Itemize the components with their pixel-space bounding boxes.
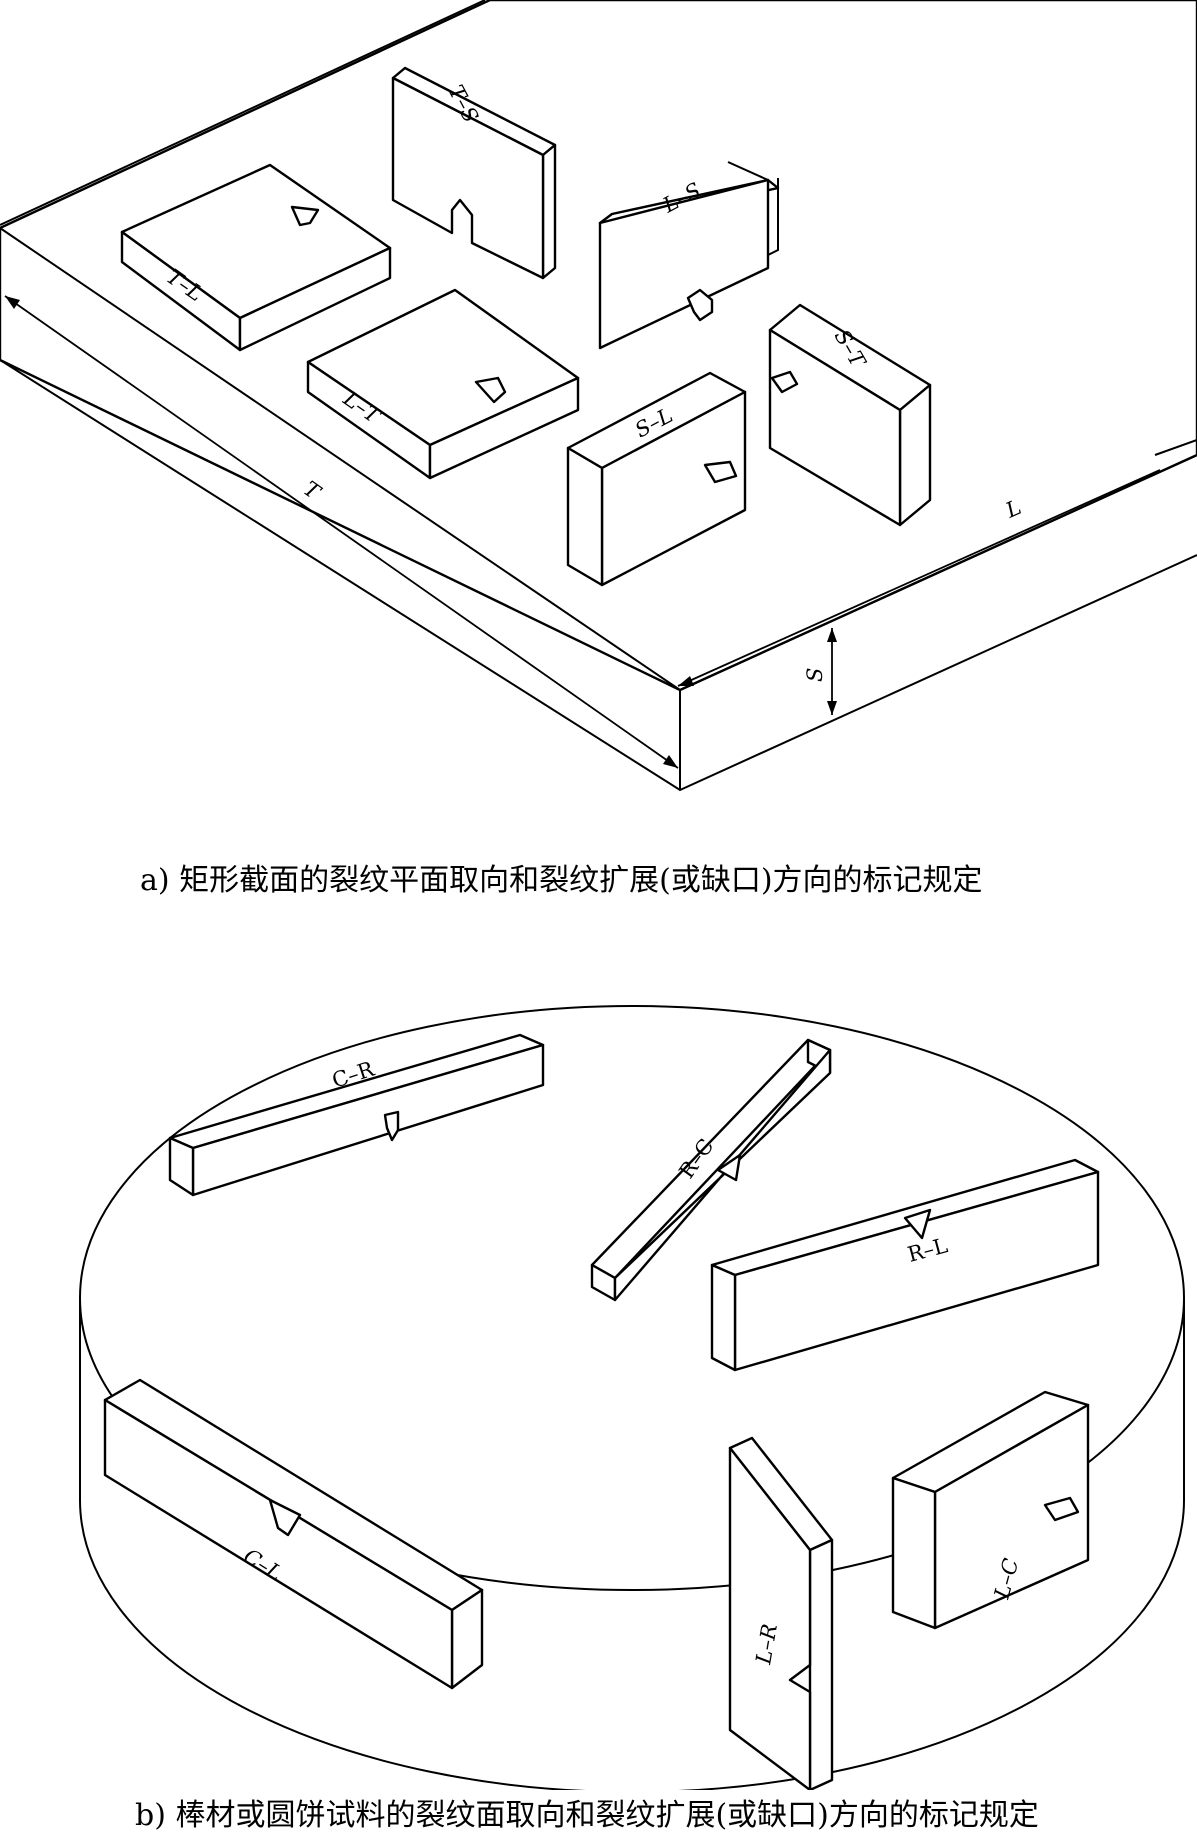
bar-disc-diagram: C–R R–C R–L C–L: [79, 1005, 1185, 1790]
disc: [79, 1005, 1185, 1790]
specimen-t-l: T–L: [120, 163, 392, 352]
specimen-c-r: C–R: [168, 1033, 545, 1197]
specimen-c-l: C–L: [103, 1378, 484, 1690]
caption-a: a) 矩形截面的裂纹平面取向和裂纹扩展(或缺口)方向的标记规定: [140, 863, 983, 898]
specimen-s-l: S–L: [566, 371, 747, 587]
l-dimension-line: [677, 469, 1161, 687]
specimen-l-r: L–R: [728, 1436, 834, 1790]
plate: [0, 0, 1197, 792]
panel-a-rectangular-section: T L S T–S L–S T–L: [0, 0, 1197, 898]
specimen-l-s: L–S: [598, 161, 780, 350]
panel-b-bar-or-disc: C–R R–C R–L C–L: [0, 1000, 1197, 1833]
specimen-l-t: L–T: [306, 288, 580, 480]
t-dimension-line: [4, 295, 679, 769]
caption-b: b) 棒材或圆饼试料的裂纹面取向和裂纹扩展(或缺口)方向的标记规定: [135, 1798, 1039, 1833]
rectangular-section-diagram: T L S T–S L–S T–L: [0, 0, 1197, 792]
specimen-s-t: S–T: [768, 303, 932, 527]
specimen-t-s: T–S: [391, 66, 557, 280]
specimen-r-l: R–L: [710, 1158, 1100, 1372]
specimen-l-c: L–C: [891, 1390, 1090, 1630]
axis-label-s: S: [803, 668, 827, 682]
